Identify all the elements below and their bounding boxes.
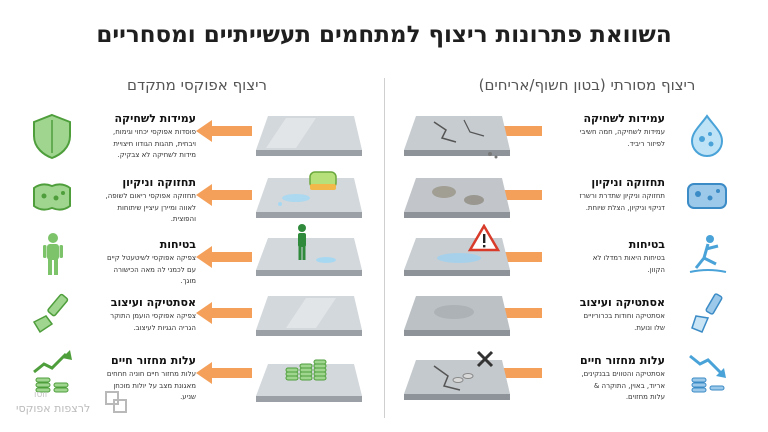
wet-floor-warning-tile-icon — [404, 224, 510, 276]
row-description-line: הגריה הגגיות לעיצוב. — [133, 323, 196, 332]
page-title: השוואת פתרונות ריצוף למתחמים תעשייתיים ו… — [96, 22, 672, 48]
water-drop-shield-icon — [690, 114, 724, 157]
arrow-left-icon — [474, 246, 542, 268]
row-description-line: הקוון. — [647, 265, 666, 274]
row-description-line: עלות מחזוים. — [625, 393, 665, 401]
row-description-line: אסתטיקה והטווים בבנקינים, — [581, 370, 665, 378]
row-heading: עלות מחזור חיים — [580, 354, 665, 367]
dirty-sponge-icon — [687, 183, 727, 209]
green-sponge-icon — [33, 183, 71, 211]
row-heading: בטיחות — [628, 238, 665, 251]
row-heading: עלות מחזור חיים — [111, 354, 196, 367]
arrow-left-icon — [196, 362, 252, 384]
stained-concrete-tile-icon — [404, 178, 510, 218]
row-heading: אסתטיקה ועיצוב — [579, 296, 665, 309]
row-heading: עמידות לשחיקה — [583, 112, 665, 125]
green-shield-icon — [33, 113, 71, 160]
row-heading: תחזוקה וניקיון — [591, 176, 665, 189]
paintbrush-icon — [691, 293, 723, 333]
row-heading: עמידות לשחיקה — [114, 112, 196, 125]
watermark-logo-icon — [105, 391, 127, 413]
row-description-line: אריוד, באוין, התוקרה & — [593, 381, 665, 390]
arrow-left-icon — [474, 184, 542, 206]
traditional-row-3-text: בטיחות בטיחות היאות רמדלו לא הקוון. — [555, 238, 665, 275]
row-description-line: מאגונת מצב על יולות מוכחן — [113, 381, 196, 390]
row-description-line: צפיקה אפוקסי לשיטעטל קיים — [106, 254, 196, 262]
row-description-line: לפיזור ריביד. — [627, 139, 665, 148]
row-description-line: תחזוקה וניקיון שתדרת ורשרז — [579, 192, 665, 200]
slipping-person-icon — [689, 235, 727, 273]
row-description-line: לאווה ומיירן עיציין שיתוחות — [117, 203, 196, 212]
row-description-line: ויבחית, תהגות הגודוו חיצויית — [113, 139, 196, 148]
epoxy-glossy-tile-icon — [256, 296, 362, 336]
standing-person-icon — [43, 233, 63, 275]
watermark: ווסו לרצפות אפוקסי — [2, 388, 172, 432]
arrow-left-icon — [474, 362, 542, 384]
row-description-line: בטיחות היאות רמדלו לא — [592, 254, 665, 262]
arrow-left-icon — [196, 246, 252, 268]
broken-concrete-coins-tile-icon — [404, 350, 510, 400]
row-description-line: פוסדות אפוקסי יכחוי וגימוח, — [113, 128, 196, 136]
epoxy-row-5-text: עלות מחזור חיים עלות מחזור חיים חוניה חח… — [86, 354, 196, 403]
row-description-line: מידות לשחיקה לא צבקיק. — [117, 151, 196, 159]
arrow-left-icon — [474, 120, 542, 142]
cracked-concrete-tile-icon — [404, 116, 510, 159]
epoxy-row-1-text: עמידות לשחיקה פוסדות אפוקסי יכחוי וגימוח… — [86, 112, 196, 161]
row-description-line: דניקוי וניקיון, הצלת שיוחת. — [585, 203, 665, 212]
row-description-line: עמידות לשחיקה, חמה חשיבי — [579, 128, 665, 136]
row-description-line: מוגך. — [180, 277, 196, 285]
epoxy-sponge-tile-icon — [256, 171, 362, 218]
epoxy-row-2-text: תחזוקה וניקיון תחזוקה אפוקסי ריאום לשופה… — [86, 176, 196, 225]
epoxy-tile-icon — [256, 116, 362, 156]
watermark-text: לרצפות אפוקסי — [16, 402, 91, 415]
row-description-line: תחזוקה אפוקסי ריאום לשופה, — [105, 192, 196, 200]
row-description-line: אסתטיקה וחודות בכרוריויים — [583, 312, 665, 320]
row-description-line: והפוצית. — [170, 215, 196, 223]
arrow-left-icon — [196, 120, 252, 142]
coins-down-icon — [689, 354, 726, 393]
right-column-heading: ריצוף מסורתי (בטון חשוף/אריחים) — [478, 76, 696, 94]
epoxy-coins-tile-icon — [256, 359, 362, 402]
row-description-line: שניע. — [180, 393, 196, 401]
left-column-heading: ריצוף אפוקסי מתקדם — [127, 76, 267, 94]
epoxy-person-tile-icon — [256, 224, 362, 276]
arrow-left-icon — [196, 184, 252, 206]
row-heading: תחזוקה וניקיון — [122, 176, 196, 189]
faded-concrete-tile-icon — [404, 296, 510, 336]
epoxy-row-3-text: בטיחות צפיקה אפוקסי לשיטעטל קיים עם לכמנ… — [86, 238, 196, 287]
epoxy-row-4-text: אסתטיקה ועיצוב צפיקה אפוקסי הועמן התוקר … — [86, 296, 196, 333]
traditional-row-2-text: תחזוקה וניקיון תחזוקה וניקיון שתדרת ורשר… — [555, 176, 665, 213]
traditional-row-1-text: עמידות לשחיקה עמידות לשחיקה, חמה חשיבי ל… — [555, 112, 665, 149]
row-description-line: צפיקה אפוקסי הועמן התוקר — [110, 312, 196, 320]
arrow-left-icon — [474, 302, 542, 324]
row-heading: בטיחות — [159, 238, 196, 251]
green-paintbrush-icon — [32, 293, 69, 334]
row-heading: אסתטיקה ועיצוב — [110, 296, 196, 309]
traditional-row-5-text: עלות מחזור חיים אסתטיקה והטווים בבנקינים… — [555, 354, 665, 403]
column-divider — [384, 78, 385, 418]
watermark-text-top: ווסו — [34, 390, 48, 400]
arrow-left-icon — [196, 302, 252, 324]
traditional-row-4-text: אסתטיקה ועיצוב אסתטיקה וחודות בכרוריויים… — [555, 296, 665, 333]
row-description-line: עלות מחזור חיים חוניה חחחים — [106, 370, 196, 378]
row-description-line: שלו ונועת. — [634, 323, 665, 332]
row-description-line: עם לכמני לה מאה הכישורה — [113, 265, 196, 274]
coins-up-icon — [33, 350, 72, 393]
